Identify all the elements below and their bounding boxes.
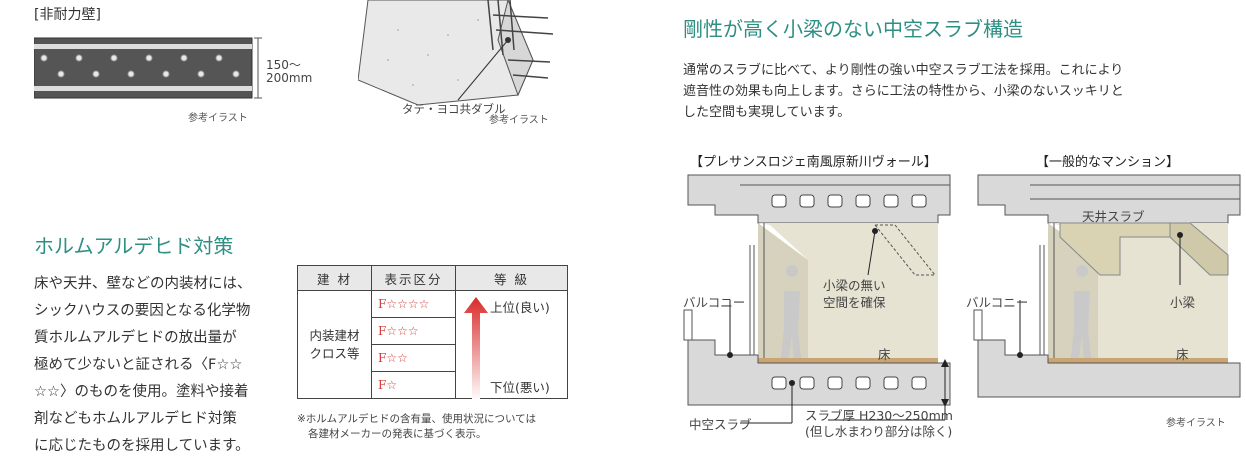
body-line: 極めて少ないと証される〈F☆☆ — [34, 357, 243, 373]
grade-bottom-label: 下位(悪い) — [490, 380, 550, 395]
balcony-left-label: バルコニー — [683, 295, 746, 310]
table-note: ※ホルムアルデヒドの含有量、使用状況については 各建材メーカーの発表に基づく表示… — [297, 412, 536, 442]
ref-illust-2: 参考イラスト — [489, 115, 549, 126]
table-header-grade: 等 級 — [455, 265, 568, 291]
material-line: クロス等 — [309, 345, 360, 361]
body-line: した空間も実現しています。 — [683, 105, 851, 120]
slab-body: 通常のスラブに比べて、より剛性の強い中空スラブ工法を採用。これにより 遮音性の効… — [683, 60, 1243, 123]
no-beam-line: 空間を確保 — [823, 295, 886, 310]
diagram-left-title: 【プレサンスロジェ南風原新川ヴォール】 — [690, 155, 937, 170]
body-line: ☆☆〉のものを使用。塗料や接着 — [34, 384, 249, 400]
small-beam-label: 小梁 — [1170, 295, 1196, 310]
body-line: 通常のスラブに比べて、より剛性の強い中空スラブ工法を採用。これにより — [683, 63, 1124, 78]
table-header-class: 表示区分 — [371, 265, 456, 291]
body-line: 遮音性の効果も向上します。さらに工法の特性から、小梁のないスッキリと — [683, 84, 1124, 99]
body-line: に応じたものを採用しています。 — [34, 438, 250, 454]
formaldehyde-heading: ホルムアルデヒド対策 — [34, 234, 234, 258]
grade-f3: F☆☆☆ — [371, 317, 456, 345]
grade-top-label: 上位(良い) — [490, 300, 550, 315]
note-line: ※ホルムアルデヒドの含有量、使用状況については — [297, 413, 536, 425]
ceiling-slab-label: 天井スラブ — [1082, 209, 1145, 224]
wall-label: [非耐力壁] — [34, 7, 101, 23]
balcony-right-label: バルコニー — [966, 295, 1029, 310]
slab-thickness-line: スラブ厚 H230〜250mm — [805, 408, 953, 423]
wall-thickness-bottom: 200mm — [266, 71, 313, 85]
hollow-slab-label: 中空スラブ — [689, 417, 752, 432]
diagram-right-title: 【一般的なマンション】 — [1036, 155, 1180, 170]
formaldehyde-body: 床や天井、壁などの内装材には、 シックハウスの要因となる化学物 質ホルムアルデヒ… — [34, 271, 274, 460]
wall-thickness-top: 150〜 — [266, 58, 301, 72]
ref-illust-1: 参考イラスト — [188, 113, 248, 124]
grade-f4: F☆☆☆☆ — [371, 290, 456, 318]
grade-arrow-icon — [464, 297, 488, 401]
slab-note-line: (但し水まわり部分は除く) — [805, 424, 953, 439]
table-material-cell: 内装建材 クロス等 — [297, 290, 372, 399]
double-label: タテ・ヨコ共ダブル — [402, 102, 506, 116]
slab-heading: 剛性が高く小梁のない中空スラブ構造 — [683, 17, 1023, 41]
floor-right-label: 床 — [1176, 347, 1189, 362]
concrete-rebar-illustration — [358, 0, 554, 106]
hollow-slab-diagram — [683, 174, 951, 424]
floor-left-label: 床 — [878, 347, 891, 362]
material-line: 内装建材 — [309, 327, 360, 343]
note-line: 各建材メーカーの発表に基づく表示。 — [308, 428, 487, 440]
grade-table: 建 材 表示区分 等 級 内装建材 クロス等 F☆☆☆☆ 上位(良い) 下位(悪… — [297, 265, 568, 401]
grade-f1: F☆ — [371, 371, 456, 399]
slab-thickness-label: スラブ厚 H230〜250mm (但し水まわり部分は除く) — [805, 408, 953, 440]
table-header-material: 建 材 — [297, 265, 372, 291]
wall-section-illustration — [34, 37, 262, 99]
grade-f2: F☆☆ — [371, 344, 456, 372]
ref-illust-3: 参考イラスト — [1166, 418, 1226, 429]
grade-arrow-cell: 上位(良い) 下位(悪い) — [455, 290, 568, 401]
conventional-slab-diagram — [973, 174, 1241, 398]
no-beam-line: 小梁の無い — [823, 278, 886, 293]
body-line: シックハウスの要因となる化学物 — [34, 303, 251, 319]
body-line: 剤などもホムルアルデヒド対策 — [34, 411, 237, 427]
no-beam-label: 小梁の無い 空間を確保 — [823, 277, 886, 311]
body-line: 質ホルムアルデヒドの放出量が — [34, 330, 237, 346]
body-line: 床や天井、壁などの内装材には、 — [34, 276, 252, 292]
